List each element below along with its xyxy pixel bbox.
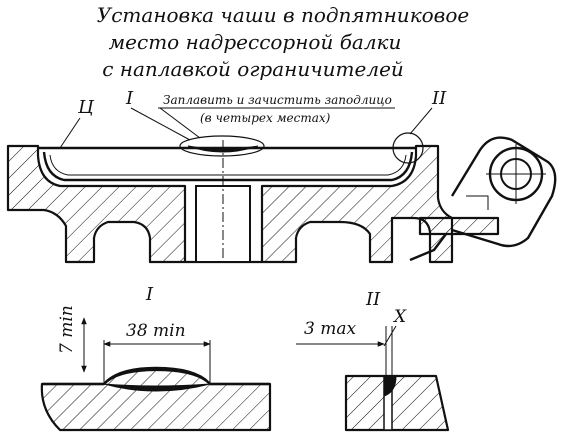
label-view-two-top: II — [431, 88, 447, 109]
label-view-two-detail: II — [365, 289, 381, 310]
detail-one-top-edge — [42, 366, 270, 386]
title-line-1: Установка чаши в подпятниковое — [97, 3, 469, 27]
weld-zone-one — [179, 135, 265, 157]
weld-note-line-1: Заплавить и зачистить заподлицо — [163, 93, 392, 107]
bolster-body — [6, 144, 454, 264]
detail-one: I 7 min 38 min — [40, 284, 272, 432]
side-bracket — [409, 136, 557, 262]
title-line-2: место надрессорной балки — [109, 30, 402, 54]
label-ts: Ц — [77, 97, 95, 118]
detail-one-section — [40, 368, 272, 432]
dim-x-label: X — [392, 307, 407, 327]
detail-two-weld — [383, 375, 397, 397]
weld-bead-top — [187, 145, 259, 153]
diagram-title: Установка чаши в подпятниковое место над… — [97, 3, 469, 81]
bracket-arm — [450, 136, 557, 248]
bracket-detail — [466, 195, 489, 210]
dim-gap-label: 3 max — [304, 319, 356, 339]
dim-width-label: 38 min — [126, 321, 186, 341]
dim-x-leader — [383, 325, 397, 347]
weld-note: Заплавить и зачистить заподлицо (в четыр… — [158, 93, 395, 139]
bowl-inner — [49, 154, 407, 176]
bowl-outline — [38, 146, 416, 182]
view-two-leader — [409, 107, 433, 135]
detail-two-section — [344, 374, 450, 432]
label-view-one-top: I — [125, 88, 134, 109]
bolster-section — [6, 132, 454, 264]
ts-leader — [59, 117, 81, 149]
bracket-lower — [409, 233, 447, 262]
detail-two: II 3 max X — [296, 289, 450, 432]
label-view-one-detail: I — [145, 284, 154, 305]
weld-note-line-2: (в четырех местах) — [200, 111, 331, 125]
slider-block — [418, 216, 500, 236]
title-line-3: с наплавкой ограничителей — [102, 57, 404, 81]
view-one-leader — [130, 107, 191, 141]
weld-zone-two — [392, 132, 424, 164]
note-leader-line — [159, 107, 201, 139]
dim-height-label: 7 min — [57, 305, 77, 354]
